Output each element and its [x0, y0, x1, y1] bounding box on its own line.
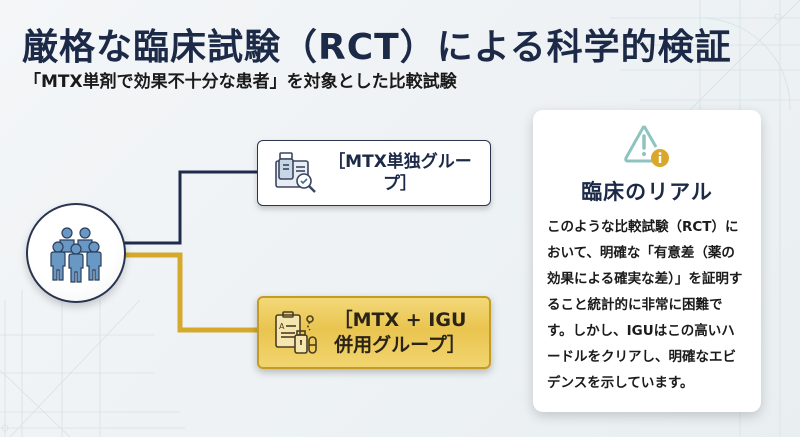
group-mtx-igu-label-line2: 併用グループ］ [334, 333, 466, 356]
card-body: このような比較試験（RCT）において、明確な「有意差（薬の効果による確実な差）」… [547, 219, 743, 391]
svg-text:A: A [279, 322, 285, 331]
card-title: 臨床のリアル [581, 180, 713, 204]
patient-group-node [26, 203, 126, 303]
group-mtx-igu-label-line1: ［MTX + IGU [333, 308, 467, 331]
connector-mtx-igu [122, 252, 257, 333]
group-mtx-alone: ［MTX単独グループ］ [257, 140, 491, 206]
page-subtitle: 「MTX単剤で効果不十分な患者」を対象とした比較試験 [24, 72, 457, 92]
clinical-reality-card: 臨床のリアル このような比較試験（RCT）において、明確な「有意差（薬の効果によ… [533, 110, 761, 412]
page-title: 厳格な臨床試験（RCT）による科学的検証 [22, 27, 732, 68]
group-mtx-alone-label: ［MTX単独グループ］ [328, 151, 472, 194]
patient-group-icon [50, 227, 102, 283]
medicine-document-search-icon [275, 152, 316, 193]
connector-mtx-alone [122, 170, 257, 245]
group-mtx-igu-label: ［MTX + IGU 併用グループ］ [321, 308, 489, 357]
clipboard-medicine-icon: A [275, 310, 317, 354]
warning-info-icon [624, 125, 669, 167]
group-mtx-igu: A ［MTX + IGU 併用グループ］ [257, 296, 491, 369]
